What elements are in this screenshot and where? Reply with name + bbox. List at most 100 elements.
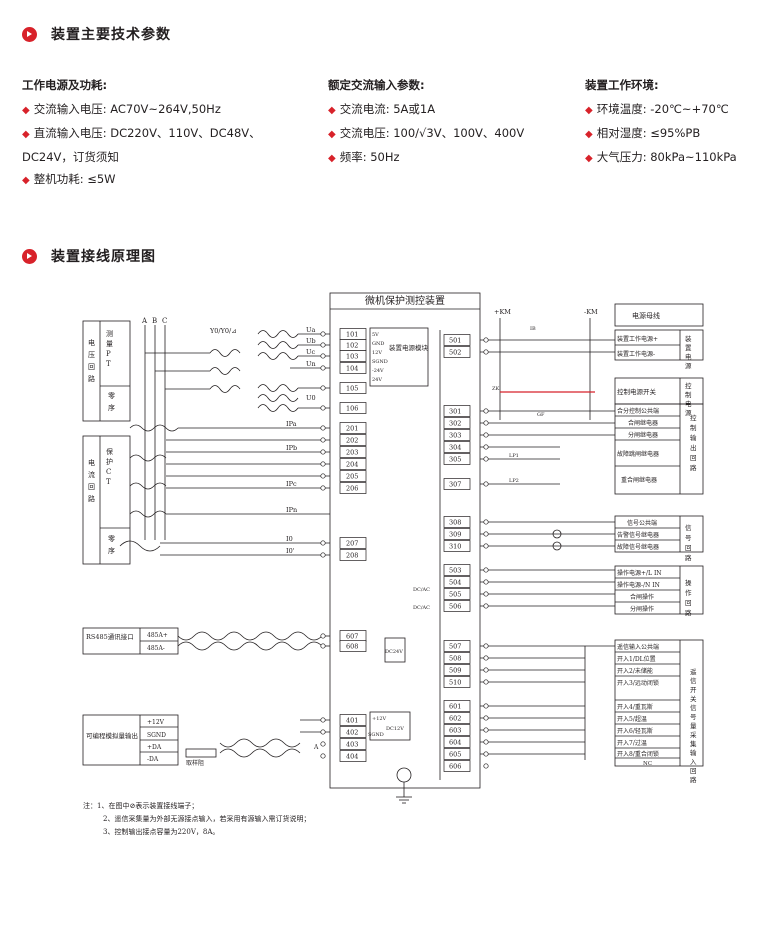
list-item: ◆直流输入电压: DC220V、110V、DC48V、 xyxy=(22,126,261,140)
terminal-marker xyxy=(320,385,326,391)
terminal-box xyxy=(443,429,471,441)
diamond-bullet-icon: ◆ xyxy=(22,129,30,140)
terminal-marker xyxy=(483,579,489,585)
signal-label: SGND xyxy=(147,732,166,739)
dcac-label: DC/AC xyxy=(413,587,430,593)
terminal-marker xyxy=(483,739,489,745)
diamond-bullet-icon: ◆ xyxy=(22,105,30,116)
dc12v-box xyxy=(369,711,411,741)
terminal-marker xyxy=(483,349,489,355)
terminal-box xyxy=(339,470,367,482)
terminal-box xyxy=(339,714,367,726)
terminal-marker xyxy=(320,729,326,735)
ammeter-label: A xyxy=(313,744,319,751)
terminal-box xyxy=(443,478,471,490)
terminal-marker xyxy=(483,481,489,487)
section-bullet-icon xyxy=(22,248,37,264)
module-label: 装置电源模块 xyxy=(389,343,429,352)
diamond-bullet-icon: ◆ xyxy=(328,129,336,140)
terminal-box xyxy=(443,652,471,664)
signal-label: 485A+ xyxy=(147,632,168,639)
lp2-label: LP2 xyxy=(509,478,519,484)
terminal-box xyxy=(339,726,367,738)
terminal-number: 605 xyxy=(449,751,461,759)
note-line: 3、控制输出接点容量为220V，8A。 xyxy=(103,828,220,836)
signal-label: 485A- xyxy=(147,645,165,652)
terminal-marker xyxy=(320,552,326,558)
box-row: 开入3/远动闭锁 xyxy=(617,679,659,687)
signal-label: IPb xyxy=(286,444,297,452)
signal-label: IPn xyxy=(286,506,297,514)
diamond-bullet-icon: ◆ xyxy=(328,153,336,164)
side-label-device-power: 装置电源 xyxy=(685,334,692,370)
terminal-box xyxy=(339,537,367,549)
box-row: 合分控制公共端 xyxy=(617,407,659,415)
terminal-box xyxy=(443,712,471,724)
terminal-box xyxy=(443,334,471,346)
terminal-number: 404 xyxy=(346,753,358,761)
terminal-number: 604 xyxy=(449,739,461,747)
section-header-wiring: 装置接线原理图 xyxy=(22,246,156,266)
signal-label: +DA xyxy=(147,744,162,751)
terminal-number: 206 xyxy=(346,485,358,493)
terminal-number: 203 xyxy=(346,449,358,457)
terminal-marker xyxy=(320,461,326,467)
terminal-box xyxy=(339,362,367,374)
module-pin-label: 24V xyxy=(372,377,382,383)
zk-label: ZK xyxy=(492,386,499,392)
terminal-marker xyxy=(483,679,489,685)
pm12v-label: +12V xyxy=(372,716,387,722)
zero-seq-label: 零序 xyxy=(108,535,115,555)
terminal-box xyxy=(339,549,367,561)
box-row: NC xyxy=(643,761,652,767)
box-row: 开入7/过温 xyxy=(617,739,647,747)
terminal-box xyxy=(443,748,471,760)
terminal-marker xyxy=(483,444,489,450)
device-box xyxy=(329,292,481,789)
power-module-box xyxy=(369,327,429,387)
list-item: ◆整机功耗: ≤5W xyxy=(22,172,116,186)
box-row: 分闸继电器 xyxy=(628,431,658,439)
terminal-number: 105 xyxy=(346,385,358,393)
box-row: 操作电源+/L IN xyxy=(617,569,662,577)
phase-label: B xyxy=(152,317,157,325)
terminal-box xyxy=(443,346,471,358)
box-row: 故障信号继电器 xyxy=(617,543,659,551)
list-item: ◆频率: 50Hz xyxy=(328,150,400,164)
comm-input-box xyxy=(614,639,704,767)
power-bus-title-box xyxy=(614,303,704,327)
km-minus-label: -KM xyxy=(584,308,598,316)
terminal-marker xyxy=(483,337,489,343)
note-line: 注：1、在图中⊘表示装置接线端子； xyxy=(83,802,199,810)
terminal-marker xyxy=(483,667,489,673)
terminal-number: 303 xyxy=(449,432,461,440)
terminal-box xyxy=(339,640,367,652)
section-title: 装置主要技术参数 xyxy=(51,27,171,43)
terminal-marker xyxy=(483,703,489,709)
module-pin-label: 12V xyxy=(372,350,382,356)
control-output-box xyxy=(614,403,704,495)
section-header-parameters: 装置主要技术参数 xyxy=(22,24,171,44)
box-row: 合闸操作 xyxy=(630,593,654,601)
terminal-marker xyxy=(320,753,326,759)
terminal-box xyxy=(443,736,471,748)
terminal-marker xyxy=(320,485,326,491)
notes: 注：1、在图中⊘表示装置接线端子； 2、遥信采集量为外部无源接点输入，若采用有源… xyxy=(83,800,310,839)
terminal-box xyxy=(443,724,471,736)
terminal-number: 305 xyxy=(449,456,461,464)
box-row: 信号公共端 xyxy=(627,519,657,527)
earth-terminal xyxy=(396,767,412,783)
terminal-box xyxy=(443,516,471,528)
terminal-box xyxy=(443,564,471,576)
terminal-marker xyxy=(483,408,489,414)
ac-input-column: 额定交流输入参数: ◆交流电流: 5A或1A ◆交流电压: 100/√3V、10… xyxy=(328,74,524,170)
terminal-number: 308 xyxy=(449,519,461,527)
terminal-marker xyxy=(483,751,489,757)
terminal-marker xyxy=(320,331,326,337)
signal-label: U0 xyxy=(306,394,316,402)
terminal-marker xyxy=(483,519,489,525)
terminal-box xyxy=(339,738,367,750)
side-label-operation: 操作回路 xyxy=(685,578,692,617)
terminal-number: 401 xyxy=(346,717,358,725)
